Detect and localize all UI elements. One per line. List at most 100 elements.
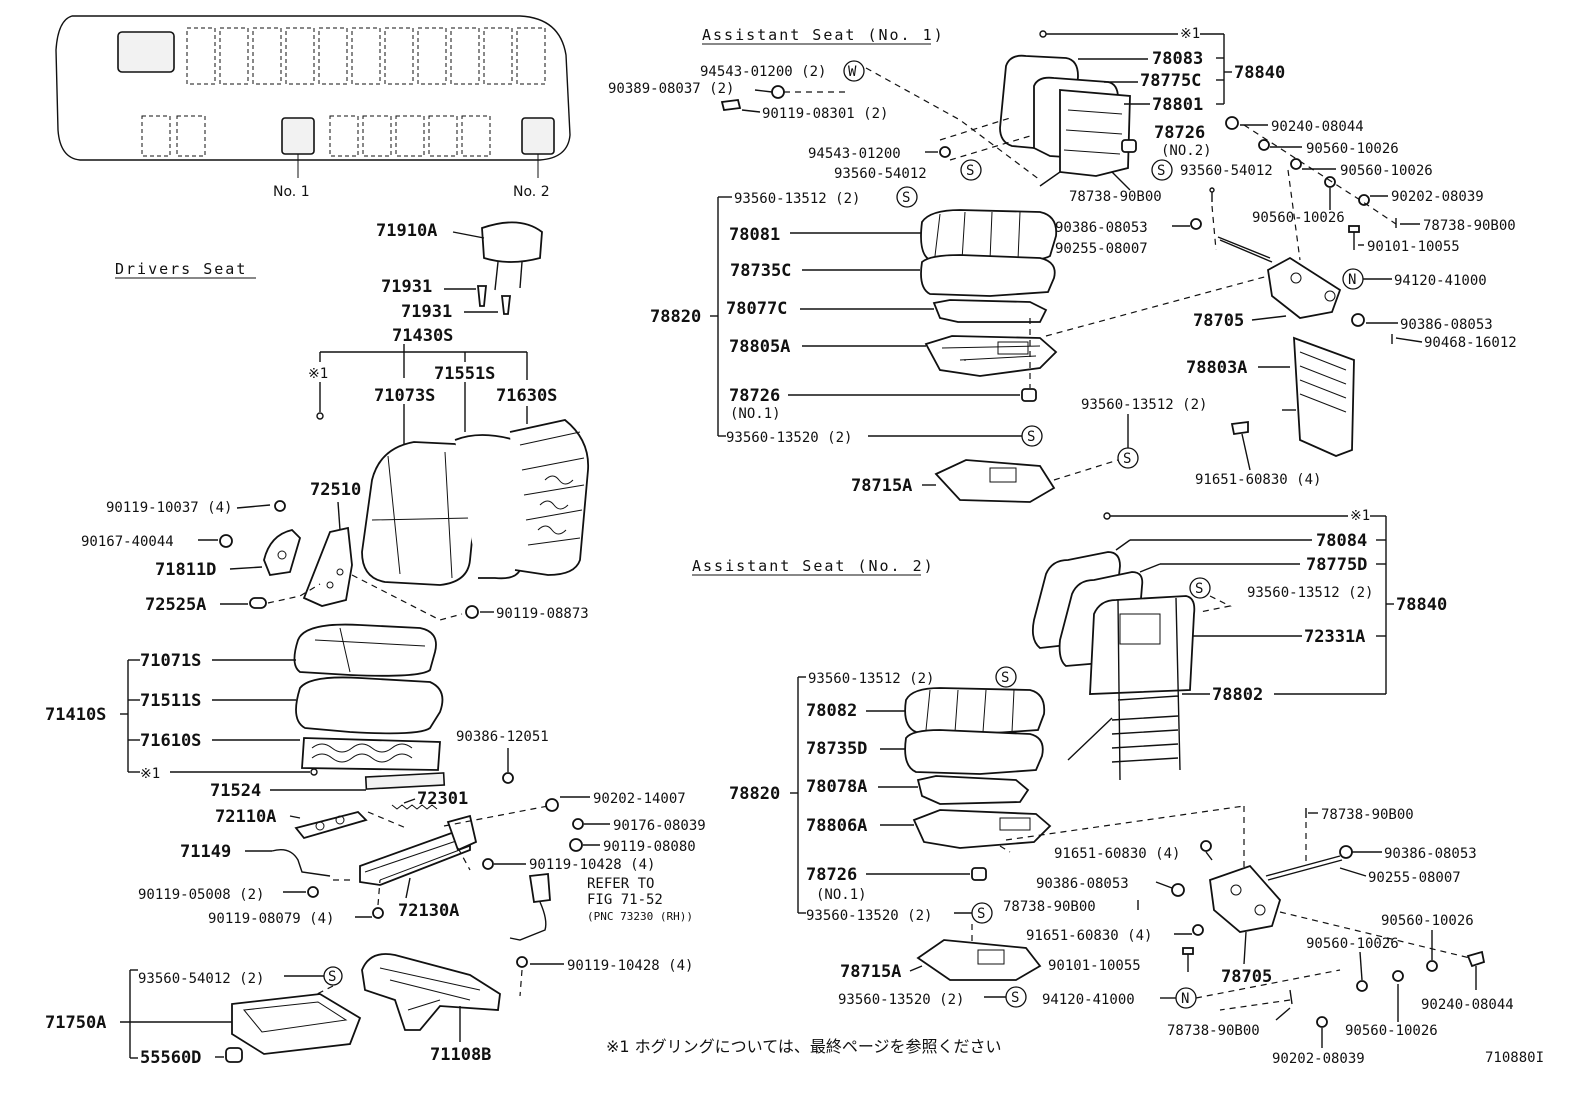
part-93560-13512-b: 93560-13512 (2) [1081, 397, 1207, 413]
assistant-seat-no1-title: Assistant Seat (No. 1) [702, 26, 945, 44]
part-78820-a1: 78820 [650, 307, 701, 327]
part-93560-54012-b: 93560-54012 [1180, 163, 1273, 179]
part-78077C: 78077C [726, 299, 787, 319]
a1-ref-mark: ※1 [1180, 26, 1200, 42]
part-90560-10026-a2a: 90560-10026 [1381, 913, 1474, 929]
a1-cushion-drawing [920, 209, 1058, 263]
part-94543-01200-2: 94543-01200 (2) [700, 64, 826, 80]
part-90560-10026-a2c: 90560-10026 [1345, 1023, 1438, 1039]
part-71630S: 71630S [496, 386, 557, 406]
part-90560-10026-b: 90560-10026 [1340, 163, 1433, 179]
n-symbol-a2-text: N [1181, 991, 1189, 1007]
s-symbol-a2-2 [995, 666, 1017, 688]
part-78805A: 78805A [729, 337, 790, 357]
s-symbol-a1-4-text: S [1123, 451, 1131, 467]
s-symbol-a2-4-text: S [1011, 990, 1019, 1006]
part-72110A: 72110A [215, 807, 276, 827]
part-72331A: 72331A [1304, 627, 1365, 647]
part-55560D: 55560D [140, 1048, 201, 1068]
part-90119-08301: 90119-08301 (2) [762, 106, 888, 122]
layout-label-no2: No. 2 [513, 184, 550, 200]
part-91651-60830-a2b: 91651-60830 (4) [1026, 928, 1152, 944]
part-90119-08079: 90119-08079 (4) [208, 911, 334, 927]
seat-back-cover-drawing [361, 441, 479, 586]
part-90255-08007-a1: 90255-08007 [1055, 241, 1148, 257]
vehicle-seat-layout: No. 1 No. 2 [55, 15, 571, 200]
part-78082: 78082 [806, 701, 857, 721]
part-93560-54012-a: 93560-54012 [834, 166, 927, 182]
a1-pan-drawing [924, 335, 1058, 377]
part-78715A-a1: 78715A [851, 476, 912, 496]
part-93560-13520-a2b: 93560-13520 (2) [838, 992, 964, 1008]
part-78705-a1: 78705 [1193, 311, 1244, 331]
s-symbol-a1-5-text: S [1027, 429, 1035, 445]
a1-base-drawing [934, 459, 1056, 503]
a1-mechanism-drawing [1267, 256, 1342, 319]
part-71410S: 71410S [45, 705, 106, 725]
part-90202-08039-a2: 90202-08039 [1272, 1051, 1365, 1067]
a2-ref-mark: ※1 [1350, 508, 1370, 524]
part-71511S: 71511S [140, 691, 201, 711]
s-symbol-a1-4 [1117, 447, 1139, 469]
part-78738-90B00-a2a: 78738-90B00 [1321, 807, 1414, 823]
part-78084: 78084 [1316, 531, 1367, 551]
part-78840-a1: 78840 [1234, 63, 1285, 83]
s-symbol-a1-1-text: S [966, 163, 974, 179]
part-78738-90B00-b: 78738-90B00 [1423, 218, 1516, 234]
part-71610S: 71610S [140, 731, 201, 751]
part-71910A: 71910A [376, 221, 437, 241]
part-90468-16012: 90468-16012 [1424, 335, 1517, 351]
part-90101-10055-a2: 90101-10055 [1048, 958, 1141, 974]
footnote-text: ※1 ホグリングについては、最終ページを参照ください [606, 1037, 1002, 1056]
part-71430S: 71430S [392, 326, 453, 346]
figure-id: 710880I [1485, 1050, 1544, 1066]
part-91651-60830-a2a: 91651-60830 (4) [1054, 846, 1180, 862]
ref-mark-2: ※1 [140, 766, 160, 782]
part-78775C: 78775C [1140, 71, 1201, 91]
part-90119-10037: 90119-10037 (4) [106, 500, 232, 516]
part-93560-13512-a2b: 93560-13512 (2) [808, 671, 934, 687]
part-90240-08044-a1: 90240-08044 [1271, 119, 1364, 135]
s-symbol-a2-4 [1005, 986, 1027, 1008]
part-90389-08037: 90389-08037 (2) [608, 81, 734, 97]
assistant-seat-no2-title: Assistant Seat (No. 2) [692, 557, 935, 575]
part-72130A: 72130A [398, 901, 459, 921]
part-93560-13520-a2a: 93560-13520 (2) [806, 908, 932, 924]
part-78726-no2: 78726 [1154, 123, 1205, 143]
seat-frame-base-drawing [361, 953, 501, 1031]
part-78705-a2: 78705 [1221, 967, 1272, 987]
a2-no1-label: (NO.1) [816, 887, 867, 903]
seat-cover-tray-drawing [231, 993, 362, 1055]
a1-frame-drawing [1293, 336, 1355, 457]
s-symbol-a1-2 [1151, 159, 1173, 181]
part-71931a: 71931 [381, 277, 432, 297]
part-94120-41000-a2: 94120-41000 [1042, 992, 1135, 1008]
part-93560-54012-drv: 93560-54012 (2) [138, 971, 264, 987]
n-symbol-a1-text: N [1348, 272, 1356, 288]
part-71551S: 71551S [434, 364, 495, 384]
part-90119-08873: 90119-08873 [496, 606, 589, 622]
part-90119-10428a: 90119-10428 (4) [529, 857, 655, 873]
part-71108B: 71108B [430, 1045, 491, 1065]
s-symbol-a2-3 [971, 902, 993, 924]
refer-to-text: REFER TO [587, 876, 654, 892]
refer-fig-text: FIG 71-52 [587, 892, 663, 908]
part-90176-08039: 90176-08039 [613, 818, 706, 834]
assistant-seat-no1-group: ※1 78083 78775C 78801 78840 94543-01200 … [608, 26, 1517, 503]
part-78738-90B00-a2c: 78738-90B00 [1167, 1023, 1260, 1039]
seat-cushion-cover-drawing [293, 623, 437, 677]
part-90119-10428b: 90119-10428 (4) [567, 958, 693, 974]
part-71524: 71524 [210, 781, 261, 801]
part-90386-08053-a: 90386-08053 [1055, 220, 1148, 236]
s-symbol-a1-2-text: S [1157, 163, 1165, 179]
part-78726-a2: 78726 [806, 865, 857, 885]
w-symbol [843, 60, 865, 82]
part-94543-01200: 94543-01200 [808, 146, 901, 162]
part-78735C: 78735C [730, 261, 791, 281]
part-72510: 72510 [310, 480, 361, 500]
part-90255-08007-a2: 90255-08007 [1368, 870, 1461, 886]
part-78078A: 78078A [806, 777, 867, 797]
part-71149: 71149 [180, 842, 231, 862]
a2-cushion-drawing [904, 687, 1046, 735]
